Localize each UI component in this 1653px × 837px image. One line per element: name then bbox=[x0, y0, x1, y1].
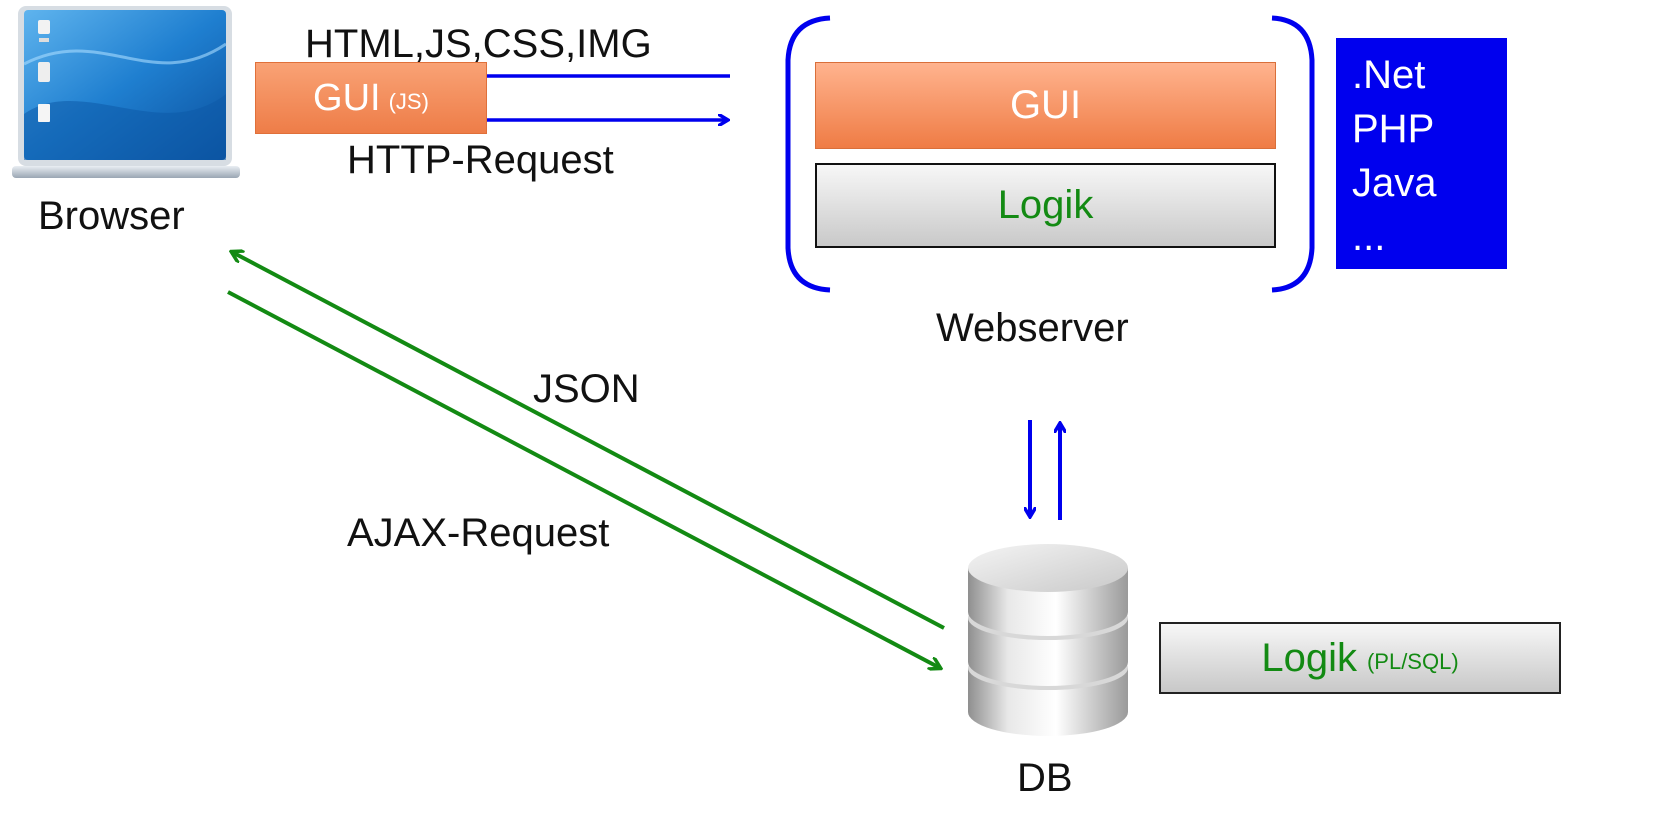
db-logik-sublabel: (PL/SQL) bbox=[1366, 649, 1459, 674]
server-gui-box: GUI bbox=[815, 62, 1276, 149]
language-item: .Net bbox=[1352, 53, 1426, 97]
http-request-label: HTTP-Request bbox=[347, 138, 614, 182]
language-item: ... bbox=[1352, 215, 1386, 259]
db-logik-label: Logik bbox=[1261, 635, 1357, 680]
client-gui-box: GUI (JS) bbox=[255, 62, 487, 134]
right-bracket bbox=[1271, 15, 1315, 293]
left-bracket bbox=[785, 15, 831, 293]
server-logik-label: Logik bbox=[997, 183, 1094, 227]
json-label: JSON bbox=[533, 367, 640, 411]
client-gui-sublabel: (JS) bbox=[388, 89, 429, 114]
language-item: Java bbox=[1352, 161, 1437, 205]
browser-label: Browser bbox=[38, 194, 185, 238]
ajax-request-label: AJAX-Request bbox=[347, 511, 610, 555]
json-arrow bbox=[232, 252, 945, 630]
language-item: PHP bbox=[1352, 107, 1435, 151]
laptop-icon bbox=[12, 4, 240, 180]
webserver-label: Webserver bbox=[936, 306, 1129, 350]
client-gui-label: GUI bbox=[313, 76, 381, 119]
server-gui-label: GUI bbox=[1009, 83, 1082, 127]
response-label: HTML,JS,CSS,IMG bbox=[305, 22, 652, 66]
languages-box: .Net PHP Java ... bbox=[1336, 38, 1507, 269]
db-logik-box: Logik (PL/SQL) bbox=[1159, 622, 1561, 694]
db-label: DB bbox=[1017, 756, 1073, 800]
server-logik-box: Logik bbox=[815, 163, 1276, 248]
ajax-request-arrow bbox=[227, 290, 940, 668]
database-icon bbox=[966, 540, 1130, 740]
